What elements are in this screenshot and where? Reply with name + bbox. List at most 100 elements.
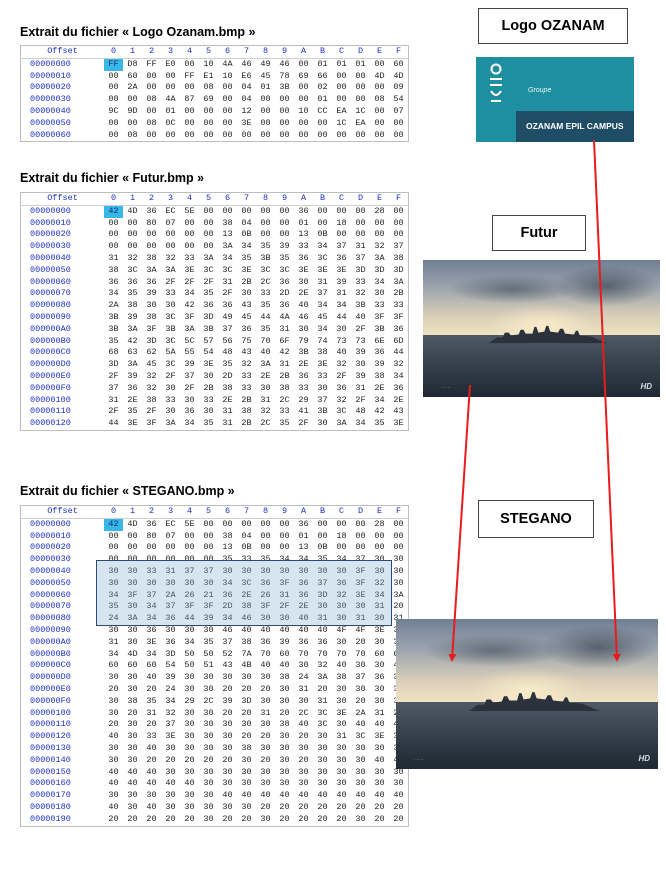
hex-byte-cell: 3C <box>222 264 233 275</box>
futur-image: ······· HD <box>423 260 660 397</box>
hex-byte-cell: 26 <box>184 589 195 600</box>
hex-byte-cell: 30 <box>393 766 404 777</box>
hex-byte-cell: 39 <box>222 695 233 706</box>
hex-byte-cell: 00 <box>260 518 271 529</box>
hex-byte-cell: 37 <box>184 565 195 576</box>
hex-byte-cell: 30 <box>336 323 347 334</box>
hex-byte-cell: 2F <box>222 288 233 299</box>
hex-byte-cell: 20 <box>355 636 366 647</box>
hex-byte-cell: 3D <box>241 695 252 706</box>
hex-byte-cell: 3E <box>393 418 404 429</box>
hex-byte-cell: 30 <box>355 601 366 612</box>
byte-column-header: 4 <box>180 505 199 519</box>
hex-byte-cell: 3C <box>317 707 328 718</box>
hex-byte-cell: 00 <box>222 117 233 128</box>
hex-byte-cell: 20 <box>393 813 404 824</box>
hex-byte-cell: 39 <box>279 636 290 647</box>
byte-column-header: B <box>313 192 332 206</box>
hex-byte-cell: 20 <box>317 683 328 694</box>
hex-byte-cell: 3C <box>355 731 366 742</box>
hex-byte-cell: 30 <box>355 778 366 789</box>
hex-byte-cell: 37 <box>393 241 404 252</box>
offset-cell: 00000070 <box>30 288 71 299</box>
hex-byte-cell: 00 <box>165 241 176 252</box>
hex-byte-cell: 00 <box>108 70 119 81</box>
hex-byte-cell: 43 <box>241 300 252 311</box>
hex-byte-cell: 2F <box>165 370 176 381</box>
hex-byte-cell: 3C <box>260 264 271 275</box>
hex-byte-cell: 20 <box>355 801 366 812</box>
byte-column-header: D <box>351 45 370 59</box>
hex-byte-cell: 20 <box>298 801 309 812</box>
hex-byte-cell: 45 <box>260 70 271 81</box>
hex-byte-cell: 40 <box>222 790 233 801</box>
hex-byte-cell: 36 <box>298 577 309 588</box>
hex-byte-cell: 00 <box>393 518 404 529</box>
offset-cell: 00000130 <box>30 742 71 753</box>
hex-byte-cell: 00 <box>203 530 214 541</box>
hex-byte-cell: 30 <box>184 719 195 730</box>
byte-column-header: 4 <box>180 45 199 59</box>
hex-byte-cell: 30 <box>222 731 233 742</box>
hex-byte-cell: 30 <box>165 624 176 635</box>
hex-byte-cell: 30 <box>203 624 214 635</box>
hex-byte-cell: 70 <box>260 648 271 659</box>
hex-byte-cell: 2E <box>222 394 233 405</box>
hex-byte-cell: 2F <box>108 406 119 417</box>
hex-byte-cell: 2C <box>203 695 214 706</box>
byte-column-header: 2 <box>142 192 161 206</box>
hex-byte-cell: 30 <box>260 813 271 824</box>
hex-byte-cell: 30 <box>260 672 271 683</box>
hex-byte-cell: 3A <box>393 589 404 600</box>
hex-byte-cell: 2B <box>203 382 214 393</box>
hex-byte-cell: 00 <box>184 241 195 252</box>
hex-byte-cell: 54 <box>393 94 404 105</box>
byte-column-header: 1 <box>123 505 142 519</box>
hex-byte-cell: 20 <box>127 813 138 824</box>
hex-byte-cell: E0 <box>165 58 176 69</box>
hex-byte-cell: 50 <box>203 648 214 659</box>
hex-byte-cell: 2B <box>279 370 290 381</box>
hex-byte-cell: 43 <box>222 660 233 671</box>
hex-byte-cell: 3A <box>260 359 271 370</box>
hex-byte-cell: 30 <box>279 683 290 694</box>
hex-byte-cell: 70 <box>298 648 309 659</box>
hex-byte-cell: 31 <box>222 406 233 417</box>
hex-byte-cell: 4A <box>222 58 233 69</box>
hex-byte-cell: 32 <box>336 394 347 405</box>
hex-byte-cell: 21 <box>203 589 214 600</box>
hex-byte-cell: 46 <box>279 58 290 69</box>
hex-byte-cell: 36 <box>260 636 271 647</box>
hex-byte-cell: 42 <box>374 406 385 417</box>
hex-byte-cell: 00 <box>222 518 233 529</box>
hex-byte-cell: 36 <box>222 300 233 311</box>
hex-byte-cell: 24 <box>108 613 119 624</box>
hex-byte-cell: 20 <box>393 601 404 612</box>
hex-byte-cell: 00 <box>146 554 157 565</box>
hex-byte-cell: 30 <box>355 683 366 694</box>
hex-byte-cell: 3D <box>146 335 157 346</box>
hex-byte-cell: 30 <box>355 742 366 753</box>
hex-byte-cell: 30 <box>184 394 195 405</box>
hex-byte-cell: 5C <box>184 335 195 346</box>
hex-byte-cell: 00 <box>184 82 195 93</box>
hex-byte-cell: 36 <box>108 276 119 287</box>
hex-byte-cell: 00 <box>127 229 138 240</box>
hex-byte-cell: 31 <box>336 731 347 742</box>
offset-cell: 000000B0 <box>30 335 71 346</box>
hex-byte-cell: 40 <box>108 778 119 789</box>
hex-byte-cell: 31 <box>336 288 347 299</box>
hex-byte-cell: 30 <box>184 766 195 777</box>
hex-byte-cell: 00 <box>393 542 404 553</box>
hex-byte-cell: 2B <box>393 288 404 299</box>
hex-byte-cell: 00 <box>317 205 328 216</box>
hex-byte-cell: 2B <box>241 394 252 405</box>
hex-byte-cell: EC <box>165 518 176 529</box>
hex-byte-cell: 34 <box>336 300 347 311</box>
hex-byte-cell: 66 <box>317 70 328 81</box>
hex-byte-cell: 00 <box>355 530 366 541</box>
hex-byte-cell: 36 <box>336 252 347 263</box>
